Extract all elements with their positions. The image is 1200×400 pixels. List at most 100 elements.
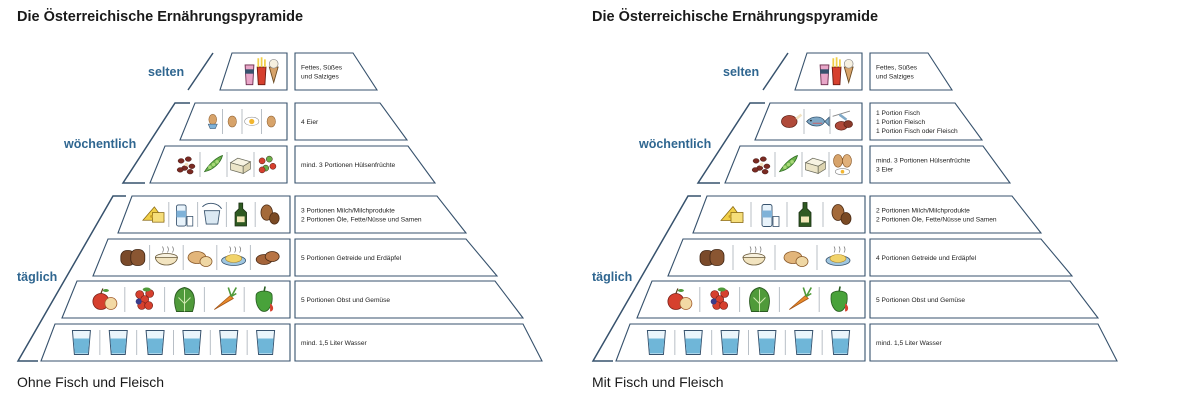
water-glass-icon [219,330,239,355]
egg-icon [227,115,237,128]
tier-label-line: mind. 3 Portionen Hülsenfrüchte [876,157,971,164]
bracket-taeglich [591,195,701,362]
tier-label-line: Fettes, Süßes [301,64,343,71]
lettuce-icon [749,287,770,312]
tier-taeglich-3: 5 Portionen Obst und Gemüse [61,280,525,319]
tier-woechentlich-2: mind. 3 Portionen Hülsenfrüchte [149,145,437,184]
tier-label-line: 4 Portionen Getreide und Erdäpfel [876,255,977,262]
tier-label-line: 2 Portionen Öle, Fette/Nüsse und Samen [301,215,422,223]
peas-icon [778,154,799,173]
water-glass-icon [683,330,703,355]
bracket-selten [187,52,214,91]
tier-label-box [869,145,1012,184]
tier-label-box [294,145,437,184]
tier-taeglich-2: 5 Portionen Getreide und Erdäpfel [92,238,499,277]
food-pyramid-diagram: Fettes, Süßes und Salziges 4 Eier mind. 3 P… [16,52,543,362]
pepper-icon [255,286,274,312]
boiled-egg-icon [207,114,218,129]
tier-label-box [294,52,379,91]
water-glass-icon [720,330,740,355]
tier-taeglich-2: 4 Portionen Getreide und Erdäpfel [667,238,1074,277]
legume-mix-icon [258,155,277,174]
tier-label-box [869,238,1074,277]
tier-label-box [869,195,1043,234]
frequency-brackets: selten wöchentlich täglich [591,52,789,362]
nuts-icon [260,204,280,225]
frequency-label-taeglich: täglich [17,270,57,284]
oil-bottle-icon [798,202,812,227]
tier-label-line: mind. 3 Portionen Hülsenfrüchte [301,162,396,169]
tier-woechentlich-1: 4 Eier [179,102,409,141]
peas-icon [203,154,224,173]
tier-label-line: und Salziges [301,73,339,80]
rice-bowl-icon [742,246,766,266]
water-glass-icon [108,330,128,355]
bread-icon [699,249,725,266]
tier-label-box [869,102,984,141]
tier-label-line: 5 Portionen Getreide und Erdäpfel [301,255,402,262]
frequency-label-selten: selten [148,65,184,79]
tier-label-line: Fettes, Süßes [876,64,918,71]
water-glass-icon [145,330,165,355]
tier-label-line: 5 Portionen Obst und Gemüse [876,297,965,304]
tier-icon-box [149,145,288,184]
tier-taeglich-4: mind. 1,5 Liter Wasser [615,323,1118,362]
tier-label-line: 1 Portion Fisch oder Fleisch [876,128,958,135]
tier-label-line: mind. 1,5 Liter Wasser [301,340,368,347]
fish-icon [806,116,830,127]
pasta-icon [825,246,851,266]
pepper-icon [830,286,849,312]
eggs-icon [833,154,852,176]
frequency-label-taeglich: täglich [592,270,632,284]
tier-label-box [294,102,409,141]
pasta-icon [221,246,247,266]
fish-fillet-icon [832,110,853,131]
fried-egg-icon [244,116,260,126]
tier-label-box [869,280,1100,319]
bracket-taeglich [16,195,126,362]
tier-label-line: 1 Portion Fisch [876,110,920,117]
frequency-label-selten: selten [723,65,759,79]
tier-label-line: und Salziges [876,73,914,80]
cheese-icon [720,205,744,223]
tier-icon-box [667,238,866,277]
tier-label-line: mind. 1,5 Liter Wasser [876,340,943,347]
carrot-icon [789,287,812,310]
food-pyramid-diagram: Fettes, Süßes und Salziges 1 Portion Fisch… [591,52,1118,362]
apple-icon [92,288,118,310]
egg-icon [266,115,276,128]
carrot-icon [214,287,237,310]
frequency-label-woechentlich: wöchentlich [638,137,711,151]
bracket-woechentlich [121,102,190,184]
apple-icon [667,288,693,310]
tier-label-box [294,238,499,277]
berries-icon [710,287,729,310]
tofu-icon [229,157,252,175]
milk-icon [176,204,194,227]
tier-selten: Fettes, Süßes und Salziges [219,52,379,91]
cheese-icon [142,206,165,223]
bracket-woechentlich [696,102,765,184]
beans-icon [751,156,771,175]
tier-icon-box [724,145,863,184]
bread-roll-icon [255,251,280,265]
water-glass-icon [182,330,202,355]
potato-icon [783,251,809,267]
tier-label-line: 2 Portionen Milch/Milchprodukte [876,207,970,214]
water-glass-icon [831,330,851,355]
water-glass-icon [71,330,91,355]
water-glass-icon [794,330,814,355]
bracket-selten [762,52,789,91]
tier-label-line: 5 Portionen Obst und Gemüse [301,297,390,304]
tier-label-box [294,280,525,319]
water-glass-icon [757,330,777,355]
panel-caption: Ohne Fisch und Fleisch [17,374,165,390]
tier-label-box [294,323,543,362]
beans-icon [176,156,196,175]
yogurt-icon [202,202,222,225]
